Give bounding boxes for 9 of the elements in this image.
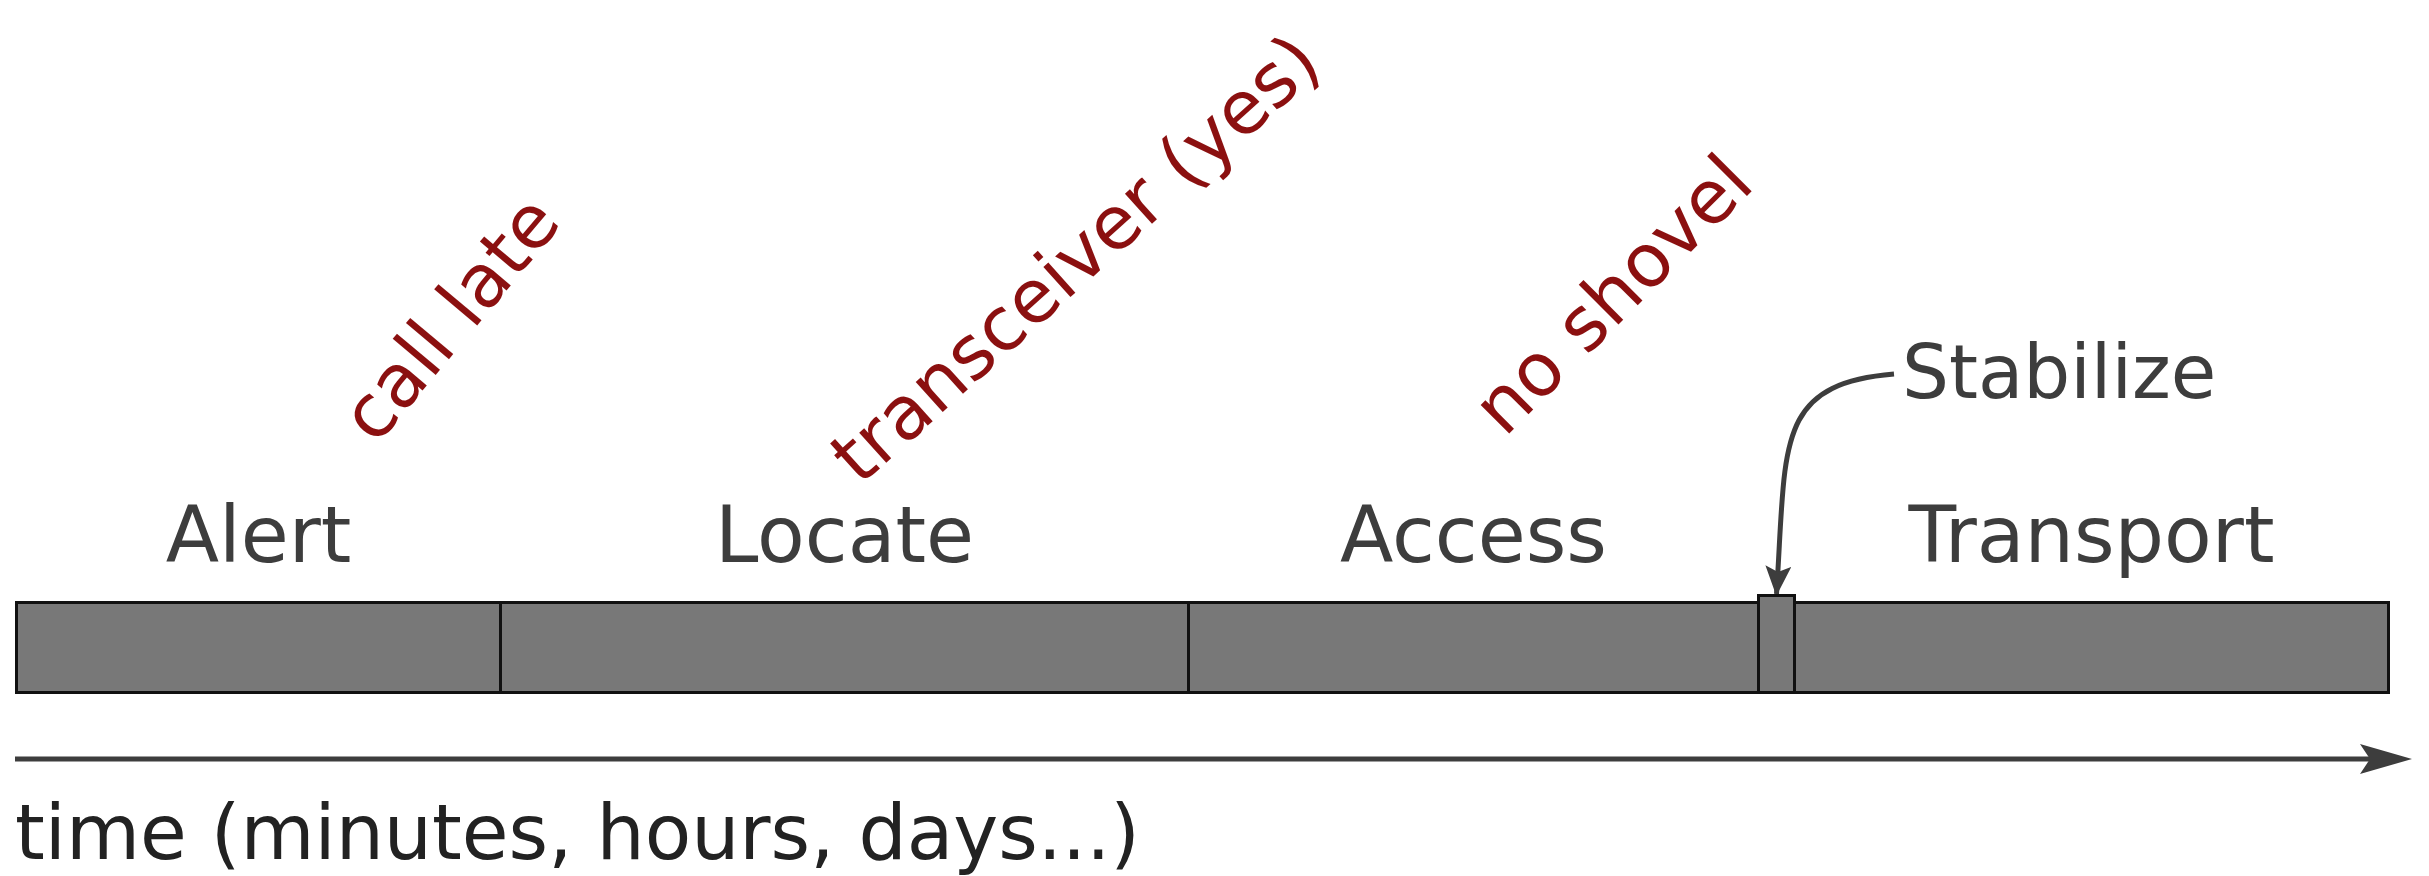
leader-arrow (1765, 371, 1895, 596)
phase-label: Locate (713, 490, 976, 580)
annotation-text: call late (322, 178, 576, 458)
timeline-segment (1757, 594, 1796, 694)
phase-label: Access (1339, 490, 1608, 580)
callout-label: Stabilize (1902, 330, 2217, 414)
phase-label: Alert (164, 490, 353, 580)
phase-label: Transport (1907, 490, 2276, 580)
axis-label: time (minutes, hours, days...) (15, 790, 1140, 876)
